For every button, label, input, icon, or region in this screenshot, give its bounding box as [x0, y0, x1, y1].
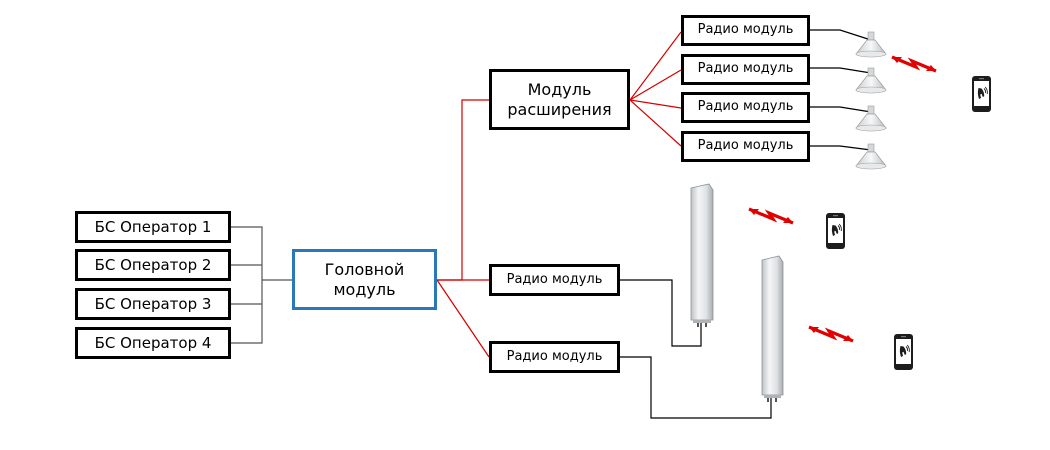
mobile-phone-icon [825, 212, 846, 250]
radio-module-top-3-box: Радио модуль [681, 92, 810, 123]
panel-antenna-icon [690, 183, 714, 327]
extension-module-box: Модуль расширения [489, 69, 630, 130]
bs-operator-4-box: БС Оператор 4 [75, 327, 231, 359]
signal-bolt-icon [890, 55, 938, 73]
line-ext-to-radio-3 [629, 99, 682, 109]
ceiling-antenna-icon [855, 143, 887, 170]
radio-module-bottom-1-box: Радио модуль [489, 264, 620, 296]
ceiling-antenna-icon [855, 31, 887, 58]
line-ext-to-radio-1 [629, 31, 682, 101]
bs-operator-3-box: БС Оператор 3 [75, 288, 231, 320]
mobile-phone-icon [971, 75, 992, 113]
signal-bolt-icon [747, 207, 795, 225]
feed-lines [436, 31, 682, 358]
bs-operator-2-box: БС Оператор 2 [75, 249, 231, 281]
signal-bolt-icon [807, 325, 855, 343]
line-head-to-extension [437, 99, 489, 281]
coax-lines [620, 29, 872, 419]
bs-operator-1-box: БС Оператор 1 [75, 211, 231, 243]
panel-antenna-icon [761, 255, 784, 402]
radio-module-top-1-box: Радио модуль [681, 15, 810, 46]
radio-module-bottom-2-box: Радио модуль [489, 341, 620, 373]
line-ext-to-radio-4 [629, 99, 682, 147]
head-module-box: Головной модуль [292, 249, 437, 310]
radio-module-top-2-box: Радио модуль [681, 54, 810, 85]
line-ext-to-radio-2 [629, 69, 682, 101]
operator-bus [231, 226, 292, 344]
line-head-to-radio-2 [436, 279, 490, 358]
mobile-phone-icon [893, 333, 914, 371]
radio-module-top-4-box: Радио модуль [681, 131, 810, 162]
